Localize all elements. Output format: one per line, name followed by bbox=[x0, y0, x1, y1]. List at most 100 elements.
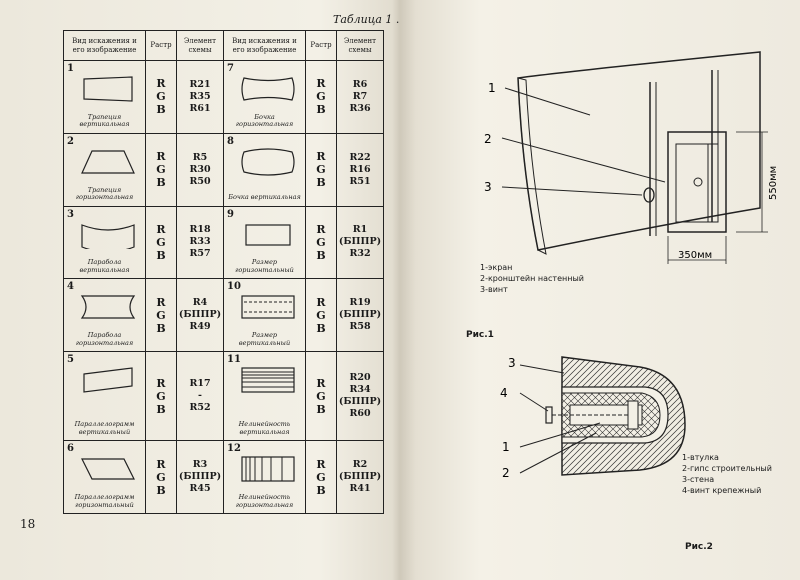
page-number: 18 bbox=[20, 517, 36, 531]
fig2-callout-2: 2 bbox=[502, 466, 510, 480]
raster-letter: B bbox=[316, 321, 326, 335]
fig2-wall-anchor-drawing: 3 4 1 2 bbox=[500, 356, 686, 480]
element-ref: R4 bbox=[192, 297, 208, 309]
fig1-dim-width: 350мм bbox=[678, 250, 712, 261]
raster-letter: B bbox=[156, 483, 166, 497]
raster-letter: R bbox=[156, 457, 166, 471]
distortion-number: 9 bbox=[227, 208, 234, 220]
fig1-screen-mount-drawing: 1 2 3 550мм 350мм bbox=[484, 51, 779, 264]
right-page: 1 2 3 550мм 350мм 1-экран 2-кронштейн на… bbox=[410, 0, 800, 580]
distortion-label: Параллелограмм вертикальный bbox=[74, 420, 135, 436]
element-ref: R6 bbox=[352, 78, 368, 90]
distortion-shape-icon bbox=[241, 148, 295, 176]
raster-letter: R bbox=[316, 295, 326, 309]
element-ref: R60 bbox=[349, 408, 371, 420]
element-ref: R22 bbox=[349, 151, 371, 163]
element-ref: R5 bbox=[192, 151, 208, 163]
element-ref: R41 bbox=[349, 483, 371, 495]
fig2-callout-4: 4 bbox=[500, 386, 508, 400]
element-cell: R3(БППР)R45 bbox=[176, 440, 224, 514]
distortion-shape-icon bbox=[83, 367, 133, 393]
fig2-legend-item: 4-винт крепежный bbox=[682, 486, 762, 495]
element-ref: R1 bbox=[352, 224, 368, 236]
raster-letter: G bbox=[316, 470, 326, 484]
element-ref: R2 bbox=[352, 459, 368, 471]
header-type: Вид искажения и его изображение bbox=[223, 30, 306, 61]
element-ref: R35 bbox=[189, 90, 211, 102]
fig1-legend-item: 3-винт bbox=[480, 285, 508, 294]
distortion-number: 10 bbox=[227, 281, 241, 293]
distortion-number: 5 bbox=[67, 354, 74, 366]
distortion-shape-icon bbox=[241, 456, 295, 482]
distortion-table: Вид искажения и его изображение Растр Эл… bbox=[63, 30, 384, 514]
fig2-caption: Рис.2 bbox=[685, 542, 713, 552]
fig2-callout-1: 1 bbox=[502, 440, 510, 454]
distortion-label: Парабола вертикальная bbox=[79, 258, 130, 274]
raster-letter: R bbox=[156, 222, 166, 236]
left-page: Таблица 1 . Вид искажения и его изображе… bbox=[20, 13, 400, 531]
raster-letter: B bbox=[316, 176, 326, 190]
raster-letter: R bbox=[316, 222, 326, 236]
fig1-callout-1: 1 bbox=[488, 81, 496, 95]
raster-letter: G bbox=[156, 163, 166, 177]
distortion-label: Бочка горизонтальная bbox=[235, 112, 294, 129]
distortion-shape-icon bbox=[241, 77, 295, 101]
screen-outline bbox=[517, 51, 761, 251]
raster-letter: B bbox=[156, 321, 166, 335]
distortion-label: Трапеция вертикальная bbox=[79, 112, 130, 129]
element-ref: R3 bbox=[192, 459, 208, 471]
raster-letter: R bbox=[316, 150, 326, 164]
distortion-number: 11 bbox=[227, 354, 241, 366]
element-ref: R32 bbox=[349, 248, 371, 260]
distortion-label: Размер горизонтальный bbox=[235, 258, 294, 274]
raster-letter: G bbox=[156, 470, 166, 484]
element-ref: R18 bbox=[189, 224, 211, 236]
raster-letter: G bbox=[156, 389, 166, 403]
element-ref: (БППР) bbox=[178, 471, 222, 483]
element-cell: R4(БППР)R49 bbox=[176, 278, 224, 353]
element-ref: R7 bbox=[352, 90, 368, 102]
distortion-label: Трапеция горизонтальная bbox=[75, 185, 134, 202]
raster-letter: G bbox=[316, 389, 326, 403]
element-ref: (БППР) bbox=[178, 309, 222, 321]
header-raster: Растр bbox=[145, 30, 177, 61]
raster-letter: R bbox=[316, 77, 326, 91]
element-ref: (БППР) bbox=[338, 396, 382, 408]
header-raster: Растр bbox=[305, 30, 337, 61]
raster-letter: G bbox=[156, 235, 166, 249]
raster-letter: B bbox=[316, 248, 326, 262]
element-ref: R16 bbox=[349, 163, 371, 175]
distortion-number: 3 bbox=[67, 208, 74, 220]
table-title: Таблица 1 . bbox=[333, 13, 400, 26]
distortion-shape-icon bbox=[245, 223, 291, 246]
raster-letter: B bbox=[156, 103, 166, 117]
distortion-shape-icon bbox=[81, 150, 135, 174]
